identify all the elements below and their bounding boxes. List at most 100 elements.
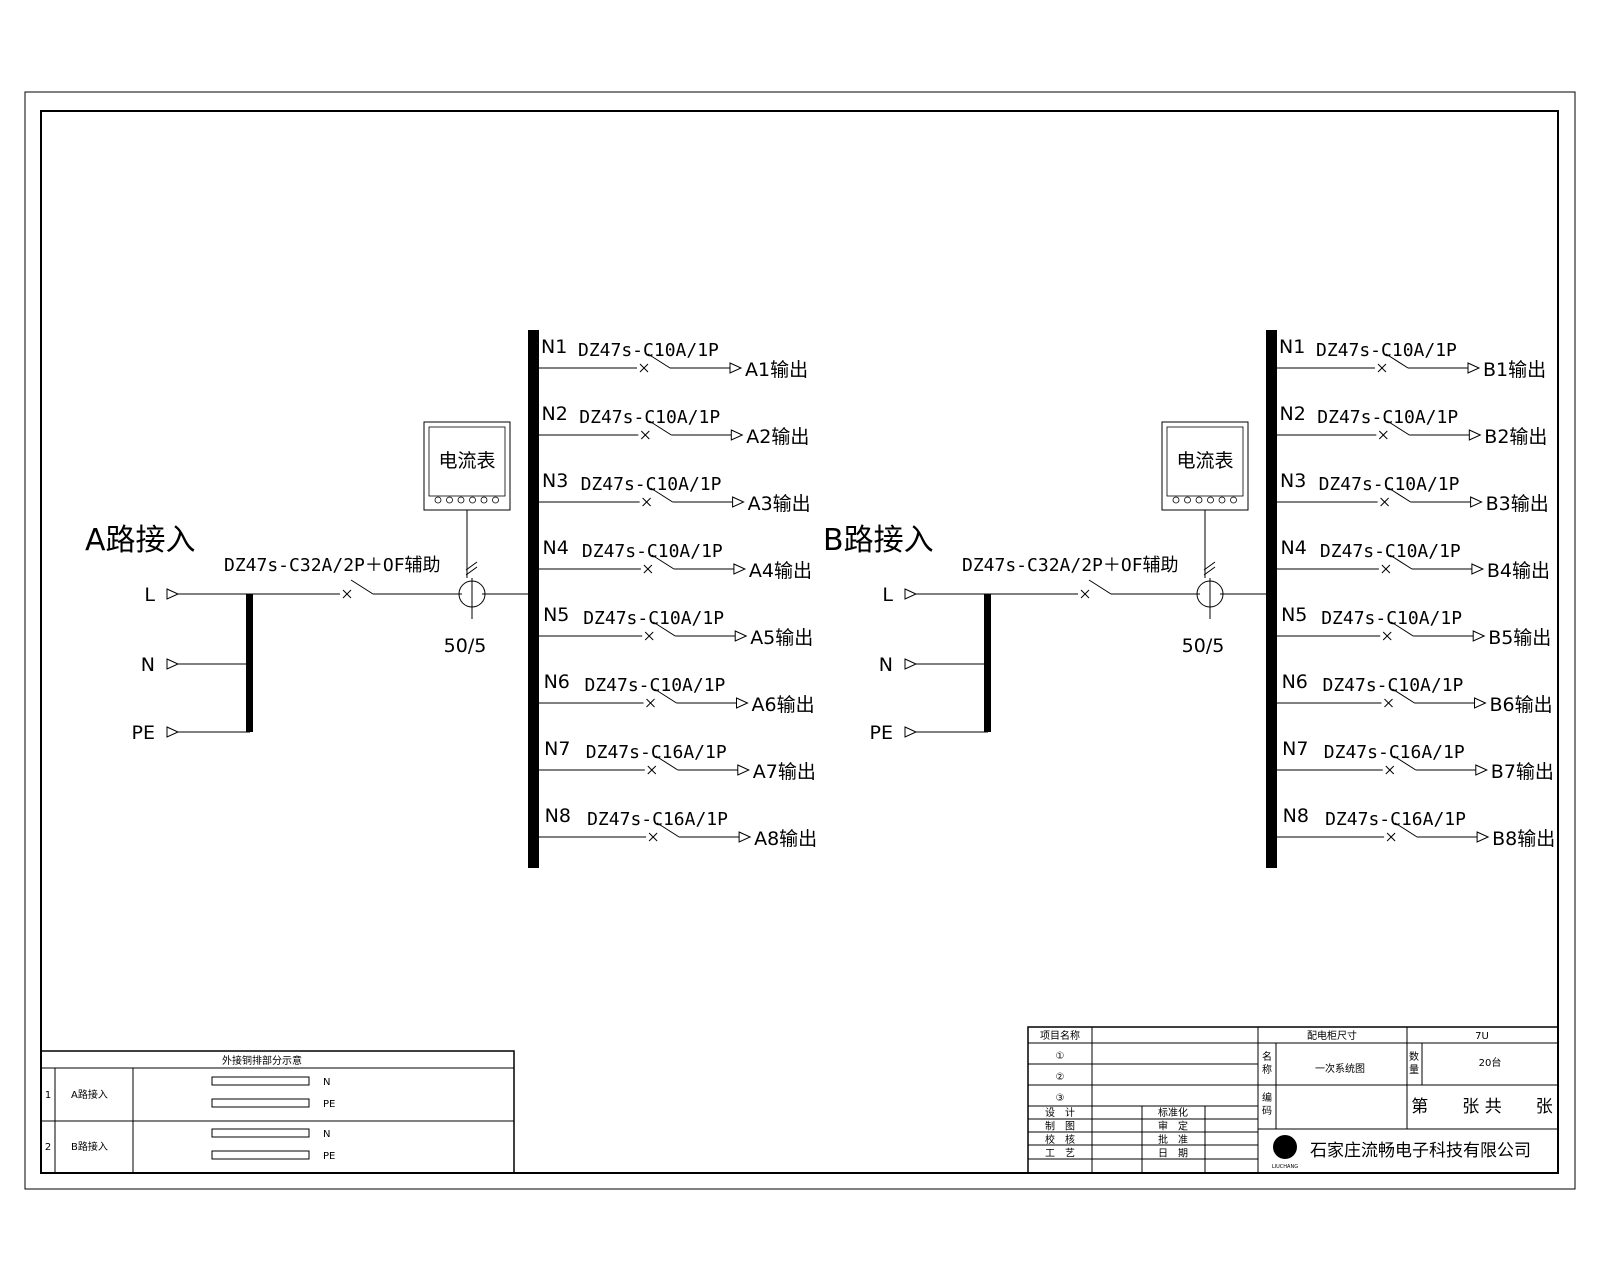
breaker-blade <box>1385 353 1409 369</box>
input-label-l: L <box>882 584 893 606</box>
breaker-cross <box>644 631 654 641</box>
input-busbar <box>984 594 991 732</box>
meter-button <box>492 496 499 504</box>
meter-button <box>1207 496 1214 504</box>
branch-output-arrow <box>1474 697 1487 709</box>
breaker-blade <box>656 822 680 838</box>
branch-id: N4 <box>1281 537 1307 559</box>
breaker-cross <box>1385 765 1395 775</box>
branch-breaker-symbol <box>1384 688 1415 708</box>
sign-right-label: 标准化 <box>1158 1106 1188 1119</box>
branch-output-arrow <box>736 697 749 709</box>
branch-output-label: B1输出 <box>1483 359 1546 381</box>
branch-id: N2 <box>542 403 568 425</box>
busbar-bar-pe <box>211 1098 310 1108</box>
breaker-blade <box>1388 487 1411 503</box>
busbar-bar-n <box>211 1076 310 1086</box>
branch-breaker-symbol <box>647 755 679 775</box>
branch-breaker-label: DZ47s-C10A/1P <box>1320 541 1461 562</box>
branch-output-arrow <box>730 429 744 441</box>
code-label: 编码 <box>1262 1091 1272 1117</box>
project-name-label: 项目名称 <box>1040 1029 1080 1042</box>
branch-breaker-label: DZ47s-C10A/1P <box>1323 675 1464 696</box>
branch-output-arrow <box>729 362 743 374</box>
main-busbar <box>528 330 539 868</box>
meter-display <box>428 426 506 497</box>
branch-breaker-label: DZ47s-C10A/1P <box>578 340 719 361</box>
busbar-bar-label: N <box>323 1077 330 1088</box>
ct-tick <box>465 566 478 576</box>
branch-output-arrow <box>733 563 747 575</box>
breaker-cross <box>1080 589 1090 599</box>
branch-output-label: A2输出 <box>746 426 809 448</box>
branch-output-label: A6输出 <box>752 694 815 716</box>
breaker-cross <box>643 564 653 574</box>
breaker-cross <box>1377 363 1387 373</box>
meter-button <box>457 496 465 504</box>
ct-tick <box>1203 566 1216 576</box>
sign-right-label: 审 定 <box>1158 1120 1188 1133</box>
branch-breaker-symbol <box>639 353 671 373</box>
branch-output-arrow <box>1468 429 1482 441</box>
breaker-cross <box>648 832 658 842</box>
breaker-cross <box>1381 564 1391 574</box>
breaker-cross <box>642 497 651 507</box>
branch-breaker-symbol <box>1381 554 1413 574</box>
branch-breaker-symbol <box>1380 487 1411 507</box>
ct-ratio: 50/5 <box>444 635 487 657</box>
branch-id: N2 <box>1280 403 1306 425</box>
busbar-bar-label: PE <box>323 1099 335 1110</box>
breaker-blade <box>650 487 673 503</box>
branch-output-arrow <box>1470 496 1483 508</box>
title-block-frame <box>1027 1026 1559 1174</box>
branch-output-label: B7输出 <box>1491 761 1554 783</box>
branch-output-arrow <box>734 630 748 642</box>
breaker-blade <box>1393 755 1417 771</box>
branch-breaker-symbol <box>642 487 673 507</box>
branch-breaker-label: DZ47s-C10A/1P <box>1316 340 1457 361</box>
busbar-bar-label: PE <box>323 1151 335 1162</box>
ct-ratio: 50/5 <box>1182 635 1225 657</box>
branch-breaker-symbol <box>644 621 676 641</box>
busbar-bar-pe <box>211 1150 310 1160</box>
branch-breaker-symbol <box>640 420 672 440</box>
input-label-n: N <box>141 654 155 676</box>
current-meter <box>1161 421 1249 511</box>
input-terminal-l <box>904 588 918 600</box>
main-breaker-label: DZ47s-C32A/2P＋OF辅助 <box>224 555 441 576</box>
branch-breaker-label: DZ47s-C10A/1P <box>585 675 726 696</box>
busbar-table-title: 外接铜排部分示意 <box>222 1054 302 1067</box>
branch-breaker-label: DZ47s-C10A/1P <box>583 608 724 629</box>
input-label-l: L <box>144 584 155 606</box>
item-marker: ② <box>1056 1072 1065 1083</box>
input-terminal-pe <box>166 726 180 738</box>
branch-output-arrow <box>737 764 751 776</box>
branch-output-label: B2输出 <box>1484 426 1547 448</box>
sign-left-label: 设 计 <box>1045 1106 1075 1119</box>
branch-output-arrow <box>1471 563 1485 575</box>
cabinet-size-label: 配电柜尺寸 <box>1307 1029 1357 1042</box>
breaker-cross <box>342 589 352 599</box>
input-label-n: N <box>879 654 893 676</box>
branch-output-label: A4输出 <box>749 560 812 582</box>
busbar-table-frame <box>40 1050 515 1174</box>
breaker-blade <box>1387 420 1410 436</box>
breaker-blade <box>652 621 676 637</box>
input-terminal-l <box>166 588 180 600</box>
sign-left-label: 制 图 <box>1045 1120 1075 1133</box>
busbar-bar-label: N <box>323 1129 330 1140</box>
branch-breaker-label: DZ47s-C16A/1P <box>1324 742 1465 763</box>
breaker-blade <box>651 554 675 570</box>
branch-breaker-label: DZ47s-C10A/1P <box>1317 407 1458 428</box>
breaker-blade <box>350 579 374 595</box>
input-label-pe: PE <box>132 722 155 744</box>
ct-tick <box>1203 561 1216 571</box>
input-busbar <box>246 594 253 732</box>
section-title: B路接入 <box>823 523 934 558</box>
busbar-row-number: 2 <box>45 1142 51 1153</box>
busbar-row-name: B路接入 <box>71 1140 108 1153</box>
branch-breaker-symbol <box>1382 621 1414 641</box>
